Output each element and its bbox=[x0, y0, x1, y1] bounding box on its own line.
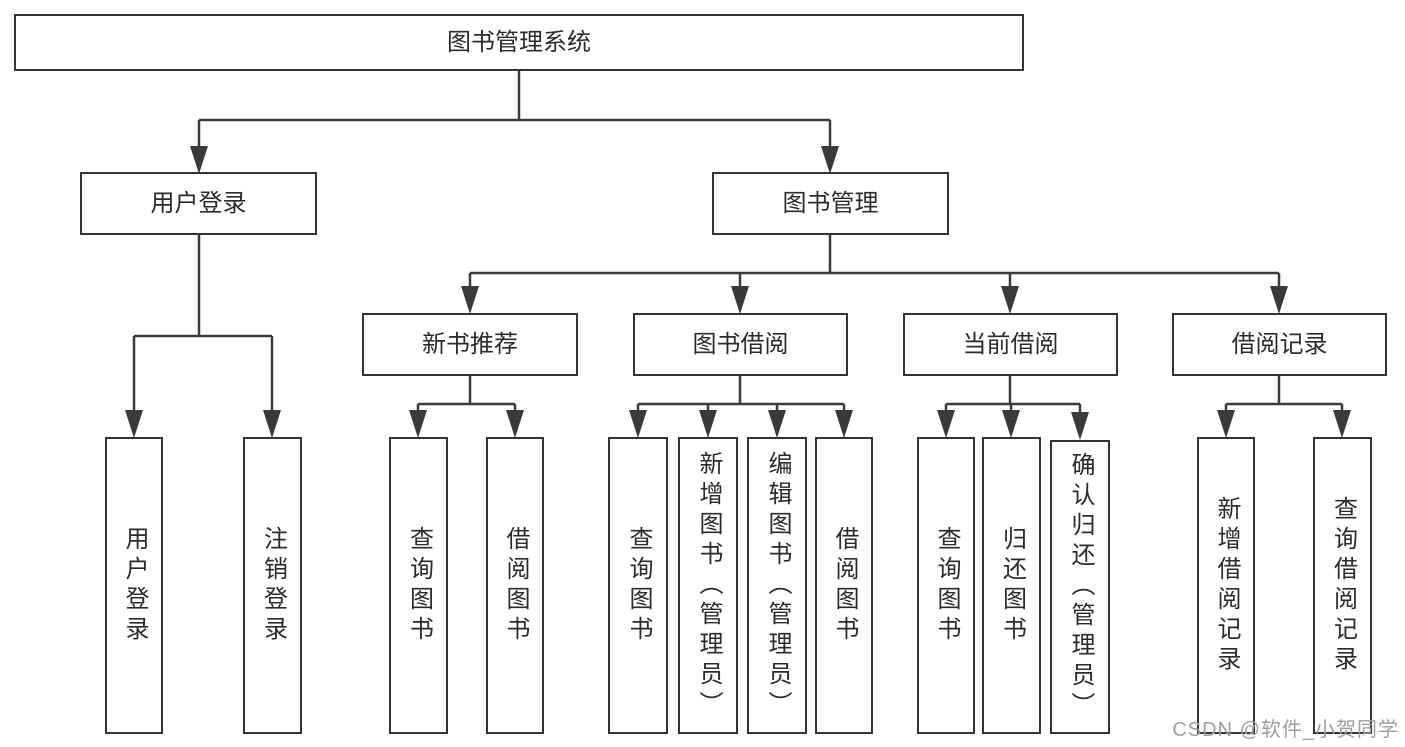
leaf-confirm-return-admin: 确认归还（管理员） bbox=[1050, 440, 1110, 734]
node-current-borrow-label: 当前借阅 bbox=[962, 330, 1059, 358]
leaf-borrow-books-1-label: 借阅图书 bbox=[502, 525, 529, 646]
node-borrow-records-label: 借阅记录 bbox=[1231, 330, 1328, 358]
leaf-borrow-books-2: 借阅图书 bbox=[815, 437, 873, 734]
leaf-add-book-admin-label: 新增图书（管理员） bbox=[695, 450, 722, 721]
leaf-add-borrow-record: 新增借阅记录 bbox=[1197, 437, 1255, 734]
node-book-borrow-label: 图书借阅 bbox=[692, 330, 789, 358]
leaf-user-login: 用户登录 bbox=[105, 437, 163, 734]
node-user-login: 用户登录 bbox=[80, 172, 317, 235]
leaf-logout-label: 注销登录 bbox=[259, 525, 287, 646]
leaf-query-borrow-record-label: 查询借阅记录 bbox=[1329, 495, 1357, 676]
node-borrow-records: 借阅记录 bbox=[1172, 313, 1387, 376]
leaf-query-books-3-label: 查询图书 bbox=[933, 525, 960, 646]
leaf-query-borrow-record: 查询借阅记录 bbox=[1313, 437, 1372, 734]
node-book-management: 图书管理 bbox=[712, 172, 949, 235]
leaf-query-books-2: 查询图书 bbox=[608, 437, 668, 734]
node-new-book-recommend-label: 新书推荐 bbox=[422, 330, 518, 358]
leaf-edit-book-admin-label: 编辑图书（管理员） bbox=[764, 450, 791, 721]
leaf-edit-book-admin: 编辑图书（管理员） bbox=[747, 437, 807, 734]
node-new-book-recommend: 新书推荐 bbox=[362, 313, 578, 376]
leaf-borrow-books-1: 借阅图书 bbox=[486, 437, 544, 734]
node-book-management-label: 图书管理 bbox=[782, 189, 879, 217]
leaf-return-books-label: 归还图书 bbox=[998, 525, 1026, 646]
leaf-borrow-books-2-label: 借阅图书 bbox=[831, 525, 858, 646]
leaf-query-books-3: 查询图书 bbox=[917, 437, 975, 734]
node-root-label: 图书管理系统 bbox=[447, 28, 591, 56]
leaf-add-book-admin: 新增图书（管理员） bbox=[678, 437, 738, 734]
node-current-borrow: 当前借阅 bbox=[903, 313, 1118, 376]
node-root: 图书管理系统 bbox=[14, 14, 1024, 71]
node-book-borrow: 图书借阅 bbox=[633, 313, 848, 376]
watermark-text: CSDN @软件_小贺同学 bbox=[1172, 719, 1399, 741]
leaf-logout: 注销登录 bbox=[243, 437, 302, 734]
node-user-login-label: 用户登录 bbox=[150, 189, 247, 217]
leaf-query-books-1-label: 查询图书 bbox=[405, 525, 433, 646]
leaf-add-borrow-record-label: 新增借阅记录 bbox=[1213, 495, 1240, 676]
leaf-confirm-return-admin-label: 确认归还（管理员） bbox=[1067, 452, 1094, 722]
leaf-query-books-2-label: 查询图书 bbox=[625, 525, 652, 646]
leaf-return-books: 归还图书 bbox=[982, 437, 1041, 734]
leaf-query-books-1: 查询图书 bbox=[389, 437, 448, 734]
leaf-user-login-label: 用户登录 bbox=[121, 525, 148, 646]
